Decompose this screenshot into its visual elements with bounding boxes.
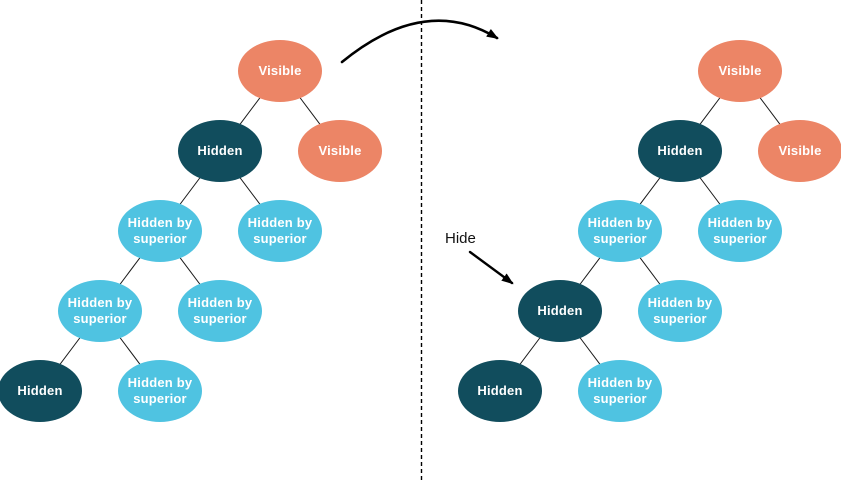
tree-node-hidden-by-superior: Hidden by superior (118, 200, 202, 262)
tree-node-hidden-by-superior: Hidden by superior (118, 360, 202, 422)
tree-node-label: Hidden by superior (127, 375, 193, 406)
tree-node-label: Hidden (477, 383, 523, 398)
tree-node-label: Visible (258, 63, 302, 78)
tree-node-hidden-by-superior: Hidden by superior (698, 200, 782, 262)
tree-node-hidden: Hidden (638, 120, 722, 182)
tree-node-hidden: Hidden (0, 360, 82, 422)
tree-node-hidden-by-superior: Hidden by superior (578, 360, 662, 422)
tree-node-hidden-target: Hidden (518, 280, 602, 342)
tree-node-hidden-by-superior: Hidden by superior (178, 280, 262, 342)
tree-node-label: Visible (778, 143, 822, 158)
tree-node-hidden-by-superior: Hidden by superior (578, 200, 662, 262)
tree-node-hidden: Hidden (458, 360, 542, 422)
tree-node-label: Visible (318, 143, 362, 158)
tree-node-visible: Visible (698, 40, 782, 102)
tree-node-hidden-by-superior: Hidden by superior (238, 200, 322, 262)
tree-node-hidden: Hidden (178, 120, 262, 182)
transition-arrow (340, 19, 499, 64)
tree-node-label: Hidden by superior (707, 215, 773, 246)
tree-node-label: Visible (718, 63, 762, 78)
tree-node-visible: Visible (298, 120, 382, 182)
tree-node-label: Hidden by superior (67, 295, 133, 326)
tree-node-hidden-by-superior: Hidden by superior (638, 280, 722, 342)
tree-node-label: Hidden by superior (247, 215, 313, 246)
tree-node-hidden-by-superior: Hidden by superior (58, 280, 142, 342)
tree-node-label: Hidden by superior (647, 295, 713, 326)
tree-node-label: Hidden (657, 143, 703, 158)
tree-node-visible: Visible (758, 120, 841, 182)
hide-annotation-label: Hide (445, 230, 476, 247)
tree-node-label: Hidden by superior (587, 215, 653, 246)
tree-node-label: Hidden by superior (587, 375, 653, 406)
tree-node-visible: Visible (238, 40, 322, 102)
tree-node-label: Hidden by superior (187, 295, 253, 326)
tree-node-label: Hidden (17, 383, 63, 398)
tree-node-label: Hidden by superior (127, 215, 193, 246)
hide-arrow (468, 250, 514, 285)
tree-node-label: Hidden (537, 303, 583, 318)
tree-node-label: Hidden (197, 143, 243, 158)
